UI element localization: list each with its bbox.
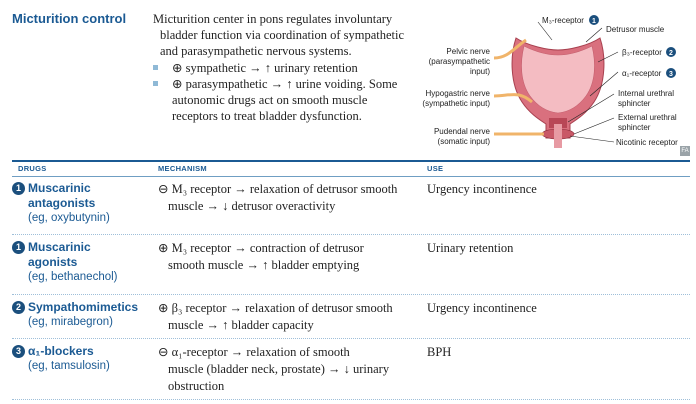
label-pudendal-1: Pudendal nerve (434, 127, 491, 136)
mechanism-line1: ⊕ M₃ receptor → contraction of detrusor (158, 241, 364, 255)
label-detrusor: Detrusor muscle (606, 25, 665, 34)
m3-number-badge (589, 15, 599, 25)
mechanism-cell: ⊕ M₃ receptor → contraction of detrusor … (158, 240, 420, 274)
mechanism-cell: ⊖ M₃ receptor → relaxation of detrusor s… (158, 181, 420, 215)
header-drugs: DRUGS (18, 164, 47, 173)
use-cell: Urinary retention (427, 241, 514, 255)
mechanism-line2: muscle → ↓ detrusor overactivity (168, 199, 336, 213)
label-pelvic-1: Pelvic nerve (446, 47, 490, 56)
drug-name-line1: Muscarinic (28, 181, 91, 195)
label-external-1: External urethral (618, 113, 677, 122)
label-beta3: β₃-receptor (622, 48, 662, 57)
label-nicotinic: Nicotinic receptor (616, 138, 678, 147)
alpha1-number: 3 (669, 71, 673, 78)
drug-name-line2: antagonists (28, 196, 96, 210)
header-use: USE (427, 164, 444, 173)
number-badge: 2 (12, 301, 25, 314)
label-pudendal-2: (somatic input) (438, 137, 491, 146)
label-pelvic-2: (parasympathetic (429, 57, 490, 66)
label-external-2: sphincter (618, 123, 651, 132)
internal-sphincter (549, 118, 567, 128)
mechanism-line1: ⊖ α₁-receptor → relaxation of smooth (158, 345, 350, 359)
drug-example: (eg, oxybutynin) (28, 212, 110, 224)
label-pelvic-3: input) (470, 67, 490, 76)
bullet-parasympathetic: ⊕ parasympathetic → ↑ urine voiding. Som… (153, 76, 415, 125)
bladder-diagram: 1 M₃-receptor Detrusor muscle Pelvic ner… (422, 15, 678, 148)
m3-number: 1 (592, 18, 596, 25)
table-header: DRUGS MECHANISM USE (12, 160, 690, 177)
intro-rest: bladder function via coordination of sym… (160, 28, 405, 59)
bullet-text-continued: autonomic drugs act on smooth muscle rec… (172, 93, 368, 124)
drug-name-line1: α₁-blockers (28, 344, 94, 358)
number-badge: 1 (12, 241, 25, 254)
mechanism-line1: ⊖ M₃ receptor → relaxation of detrusor s… (158, 182, 398, 196)
intro-text: Micturition center in pons regulates inv… (153, 11, 415, 124)
mechanism-line2: muscle (bladder neck, prostate) → ↓ urin… (168, 362, 390, 376)
drug-example: (eg, bethanechol) (28, 271, 118, 283)
bullet-square-icon (153, 64, 158, 70)
use-cell: Urgency incontinence (427, 182, 537, 196)
mechanism-line1: ⊕ β₃ receptor → relaxation of detrusor s… (158, 301, 393, 315)
number-badge: 3 (12, 345, 25, 358)
bullet-square-icon (153, 80, 158, 86)
alpha1-number-badge (666, 68, 676, 78)
mechanism-line2: muscle → ↑ bladder capacity (168, 318, 314, 332)
mechanism-cell: ⊕ β₃ receptor → relaxation of detrusor s… (158, 300, 420, 334)
label-hypogastric-1: Hypogastric nerve (426, 89, 491, 98)
label-m3-receptor: M₃-receptor (542, 16, 584, 25)
urethra (554, 124, 562, 148)
drug-example: (eg, mirabegron) (28, 316, 114, 328)
mechanism-line2: smooth muscle → ↑ bladder emptying (168, 258, 360, 272)
label-internal-2: sphincter (618, 99, 651, 108)
bladder-lumen (521, 45, 595, 114)
label-hypogastric-2: (sympathetic input) (422, 99, 490, 108)
bullet-sympathetic: ⊕ sympathetic → ↑ urinary retention (153, 60, 415, 76)
intro-line1: Micturition center in pons regulates inv… (153, 12, 393, 26)
beta3-number-badge (666, 47, 676, 57)
header-mechanism: MECHANISM (158, 164, 207, 173)
drug-name-line2: agonists (28, 255, 78, 269)
number-badge: 1 (12, 182, 25, 195)
use-cell: BPH (427, 345, 452, 359)
section-title: Micturition control (12, 11, 127, 26)
intro-paragraph: Micturition center in pons regulates inv… (153, 11, 415, 60)
drug-example: (eg, tamsulosin) (28, 360, 110, 372)
label-alpha1: α₁-receptor (622, 69, 662, 78)
label-internal-1: Internal urethral (618, 89, 674, 98)
drug-name-line1: Sympathomimetics (28, 300, 139, 314)
use-cell: Urgency incontinence (427, 301, 537, 315)
bullet-text: ⊕ sympathetic → ↑ urinary retention (172, 60, 358, 75)
pelvic-nerve (493, 38, 527, 60)
beta3-number: 2 (669, 50, 673, 57)
mechanism-cell: ⊖ α₁-receptor → relaxation of smooth mus… (158, 344, 420, 395)
bullet-text: ⊕ parasympathetic → ↑ urine voiding. Som… (172, 76, 398, 91)
corner-badge-icon: FA (680, 146, 690, 156)
drug-name-line1: Muscarinic (28, 240, 91, 254)
hypogastric-nerve (493, 93, 533, 104)
mechanism-line3: obstruction (168, 379, 225, 393)
